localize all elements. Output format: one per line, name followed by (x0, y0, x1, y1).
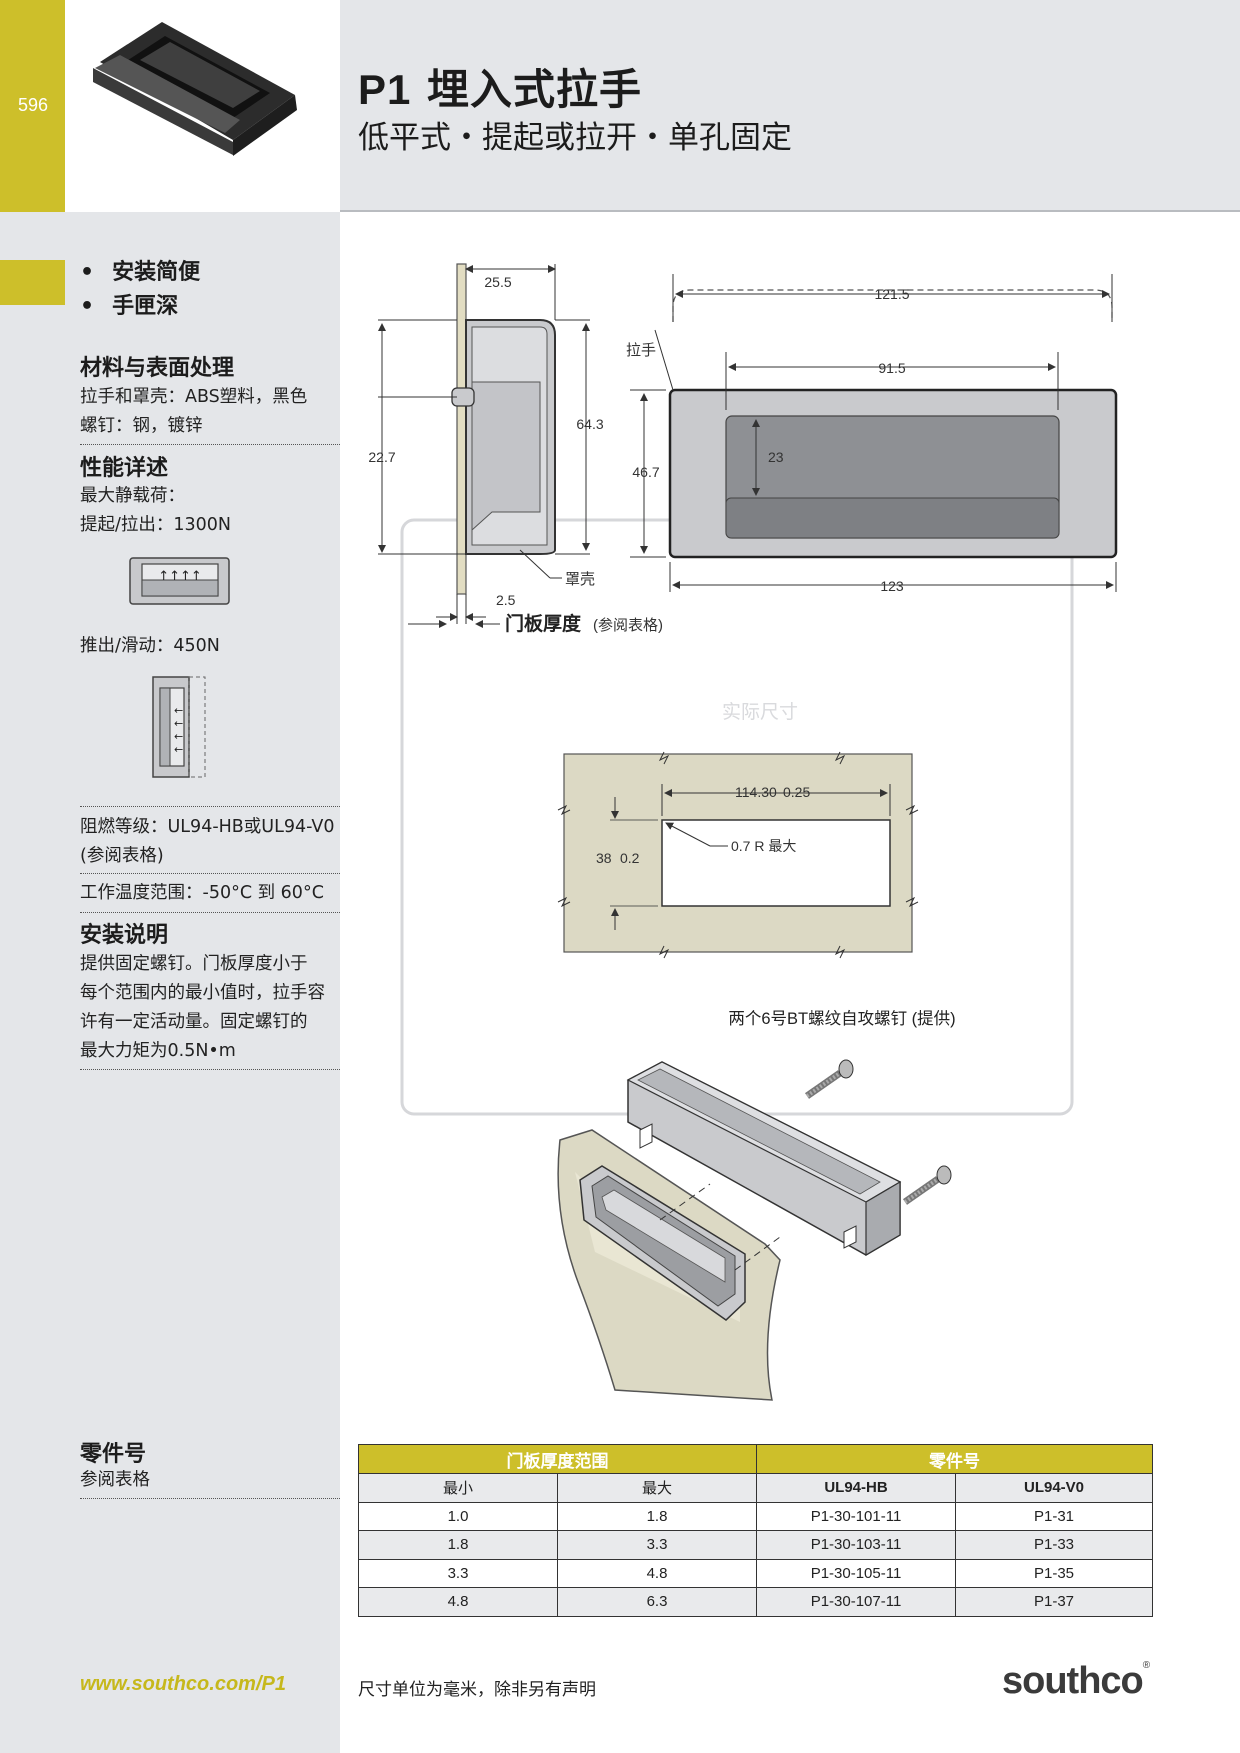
table-cell: 6.3 (557, 1587, 757, 1617)
svg-text:←: ← (174, 743, 183, 756)
dim-123: 123 (880, 578, 904, 594)
table-cell: 1.8 (557, 1501, 757, 1531)
install-line: 最大力矩为0.5N•m (80, 1041, 236, 1061)
column-header-max: 最大 (557, 1473, 757, 1503)
exploded-assembly-view (557, 1059, 952, 1401)
technical-drawing: 25.5 22.7 64.3 罩壳 2.5 门板厚度 (参阅表格) 121.5 … (368, 263, 1118, 1401)
flame-rating-note: (参阅表格) (80, 846, 164, 866)
materials-line: 螺钉：钢，镀锌 (80, 416, 203, 436)
website-link[interactable]: www.southco.com/P1 (80, 1673, 286, 1695)
table-row: 1.0 1.8 P1-30-101-11 P1-31 (358, 1501, 1153, 1531)
table-row: 4.8 6.3 P1-30-107-11 P1-37 (358, 1587, 1153, 1617)
table-cell: P1-30-101-11 (756, 1501, 956, 1531)
performance-heading: 性能详述 (80, 456, 169, 481)
column-header-min: 最小 (358, 1473, 558, 1503)
table-row: 1.8 3.3 P1-30-103-11 P1-33 (358, 1530, 1153, 1560)
screw-lower (902, 1165, 952, 1205)
temperature-range: 工作温度范围：-50°C 到 60°C (80, 883, 324, 903)
door-thickness-range-header: 门板厚度范围 (358, 1444, 757, 1474)
table-cell: 1.0 (358, 1501, 558, 1531)
screw-upper (804, 1059, 854, 1099)
screws-note: 两个6号BT螺纹自攻螺钉 (提供) (728, 1009, 955, 1028)
lift-pull-load: 提起/拉出：1300N (80, 515, 232, 535)
materials-line: 拉手和罩壳：ABS塑料，黑色 (80, 387, 308, 407)
table-cell: 4.8 (358, 1587, 558, 1617)
table-cell: 3.3 (358, 1558, 558, 1588)
divider (80, 444, 340, 445)
sidebar (0, 212, 340, 1753)
table-cell: 4.8 (557, 1558, 757, 1588)
table-cell: 3.3 (557, 1530, 757, 1560)
column-header-ul94-v0: UL94-V0 (955, 1473, 1153, 1503)
panel-cutout-drawing (557, 751, 919, 959)
cutout-height: 38 (596, 850, 612, 866)
divider (80, 873, 340, 874)
svg-text:←: ← (174, 717, 183, 730)
front-view (630, 274, 1118, 592)
lift-pull-icon: ↑↑↑↑ (129, 557, 230, 605)
part-number-heading: 零件号 (80, 1442, 147, 1467)
dim-91-5: 91.5 (878, 360, 905, 376)
dim-22-7: 22.7 (368, 449, 395, 465)
table-row: 3.3 4.8 P1-30-105-11 P1-35 (358, 1558, 1153, 1588)
install-line: 许有一定活动量。固定螺钉的 (80, 1012, 308, 1032)
table-cell: P1-30-105-11 (756, 1558, 956, 1588)
dim-25-5: 25.5 (484, 274, 511, 290)
sidebar-accent-marker (0, 260, 65, 305)
product-photo (65, 0, 340, 212)
table-cell: P1-30-103-11 (756, 1530, 956, 1560)
header-background (340, 0, 1240, 212)
divider (80, 1498, 340, 1499)
southco-logo: southco® (1002, 1660, 1150, 1702)
feature-bullet: 手匣深 (80, 288, 178, 320)
divider (80, 912, 340, 913)
dim-2-5: 2.5 (496, 592, 516, 608)
push-slide-load: 推出/滑动：450N (80, 636, 220, 656)
install-heading: 安装说明 (80, 923, 169, 948)
materials-heading: 材料与表面处理 (80, 356, 235, 381)
door-thickness-note: (参阅表格) (593, 617, 663, 634)
part-number-note: 参阅表格 (80, 1470, 150, 1490)
dim-121-5: 121.5 (874, 286, 909, 302)
actual-size-label: 实际尺寸 (722, 701, 798, 723)
cutout-width: 114.30 (735, 784, 777, 800)
table-cell: P1-37 (955, 1587, 1153, 1617)
table-cell: P1-33 (955, 1530, 1153, 1560)
divider (80, 806, 340, 807)
page-number: 596 (18, 95, 49, 115)
svg-text:←: ← (174, 704, 183, 717)
install-line: 提供固定螺钉。门板厚度小于 (80, 954, 308, 974)
dim-64-3: 64.3 (576, 416, 603, 432)
dim-23: 23 (768, 449, 784, 465)
header-accent-bar (0, 0, 65, 212)
push-slide-icon: ← ← ← ← (152, 676, 206, 778)
side-view (378, 263, 590, 628)
feature-bullet: 安装简便 (80, 254, 200, 286)
housing-label: 罩壳 (565, 571, 595, 588)
page-title: P1 埋入式拉手 (358, 65, 643, 114)
units-footnote: 尺寸单位为毫米，除非另有声明 (358, 1680, 596, 1700)
cutout-width-tolerance: 0.25 (783, 784, 810, 800)
svg-text:←: ← (174, 730, 183, 743)
dim-46-7: 46.7 (632, 464, 659, 480)
door-thickness-label: 门板厚度 (505, 612, 582, 635)
svg-text:↑↑↑↑: ↑↑↑↑ (158, 569, 202, 584)
table-cell: P1-30-107-11 (756, 1587, 956, 1617)
column-header-ul94-hb: UL94-HB (756, 1473, 956, 1503)
table-cell: P1-31 (955, 1501, 1153, 1531)
part-number-header: 零件号 (756, 1444, 1153, 1474)
page-subtitle: 低平式・提起或拉开・单孔固定 (358, 120, 792, 156)
handle-label: 拉手 (626, 342, 656, 359)
flame-rating: 阻燃等级：UL94-HB或UL94-V0 (80, 817, 335, 837)
cutout-height-tolerance: 0.2 (620, 850, 640, 866)
install-line: 每个范围内的最小值时，拉手容 (80, 983, 325, 1003)
max-load-label: 最大静载荷： (80, 486, 185, 506)
table-cell: P1-35 (955, 1558, 1153, 1588)
cutout-radius: 0.7 R 最大 (731, 838, 796, 854)
part-number-table: 门板厚度范围 零件号 最小 最大 UL94-HB UL94-V0 1.0 1.8… (358, 1444, 1153, 1617)
divider (80, 1069, 340, 1070)
table-cell: 1.8 (358, 1530, 558, 1560)
